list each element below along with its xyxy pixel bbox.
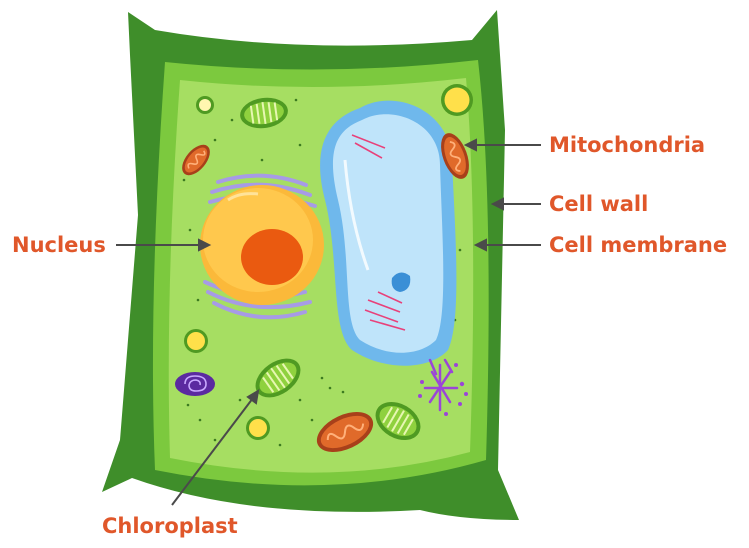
vacuole — [320, 101, 456, 366]
lysosome — [175, 372, 215, 396]
cell-wall-leader — [493, 199, 541, 209]
cell-membrane-leader — [476, 240, 541, 250]
label-mitochondria: Mitochondria — [549, 133, 705, 157]
label-nucleus: Nucleus — [12, 233, 106, 257]
label-cell-membrane: Cell membrane — [549, 233, 727, 257]
label-chloroplast: Chloroplast — [102, 514, 238, 538]
nucleolus — [241, 229, 303, 285]
nucleus — [200, 185, 324, 305]
label-cell-wall: Cell wall — [549, 192, 648, 216]
